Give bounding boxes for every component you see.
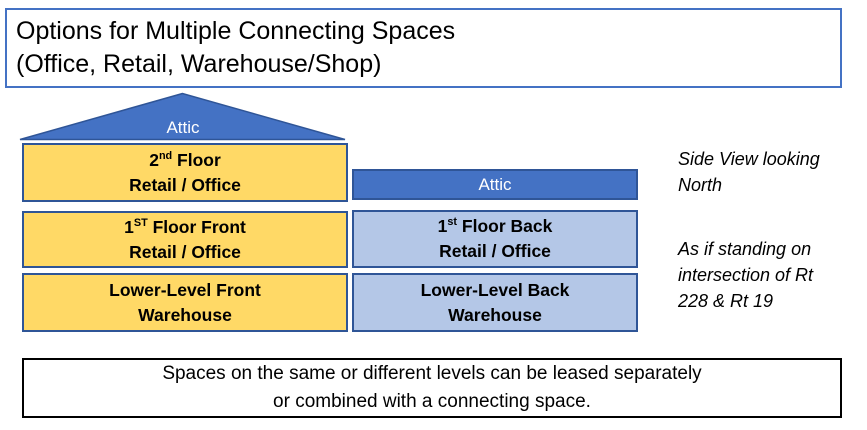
box-1st-floor-back-line1: 1st Floor Back	[437, 216, 553, 236]
roof-attic-label: Attic	[166, 118, 200, 137]
box-lower-back-line1: Lower-Level Back	[420, 279, 570, 300]
box-lower-level-front-warehouse: Lower-Level Front Warehouse	[22, 273, 348, 332]
box-lower-back-line2: Warehouse	[448, 304, 542, 325]
side-note-line: As if standing on	[678, 239, 812, 259]
title-line-2: (Office, Retail, Warehouse/Shop)	[16, 50, 382, 78]
box-lower-level-back-warehouse: Lower-Level Back Warehouse	[352, 273, 638, 332]
roof-triangle: Attic	[18, 92, 348, 141]
back-attic-label: Attic	[478, 175, 512, 194]
box-lower-front-line2: Warehouse	[138, 304, 232, 325]
footer-line-1: Spaces on the same or different levels c…	[162, 363, 702, 384]
side-note-line: intersection of Rt	[678, 265, 814, 285]
roof-triangle-shape	[19, 92, 346, 141]
box-1st-floor-back-retail-office: 1st Floor Back Retail / Office	[352, 210, 638, 268]
side-view-note-block1: Side View looking North	[678, 146, 867, 198]
box-1st-floor-front-line1: 1ST Floor Front	[124, 216, 246, 237]
box-2nd-floor-line2: Retail / Office	[129, 174, 241, 195]
side-view-note: Side View looking North As if standing o…	[678, 146, 867, 314]
footer-note-box: Spaces on the same or different levels c…	[22, 358, 842, 418]
footer-line-2: or combined with a connecting space.	[273, 391, 591, 412]
box-1st-floor-front-retail-office: 1ST Floor Front Retail / Office	[22, 211, 348, 268]
side-view-note-block2: As if standing on intersection of Rt 228…	[678, 236, 867, 314]
side-note-line: Side View looking	[678, 149, 820, 169]
title-box: Options for Multiple Connecting Spaces (…	[5, 8, 842, 88]
box-back-attic: Attic	[352, 169, 638, 200]
box-1st-floor-front-line2: Retail / Office	[129, 241, 241, 262]
side-note-line: North	[678, 175, 723, 195]
box-1st-floor-back-line2: Retail / Office	[439, 241, 551, 261]
box-2nd-floor-retail-office: 2nd Floor Retail / Office	[22, 143, 348, 202]
box-lower-front-line1: Lower-Level Front	[109, 279, 261, 300]
box-2nd-floor-line1: 2nd Floor	[149, 149, 221, 170]
side-note-line: 228 & Rt 19	[678, 291, 774, 311]
title-line-1: Options for Multiple Connecting Spaces	[16, 17, 456, 45]
